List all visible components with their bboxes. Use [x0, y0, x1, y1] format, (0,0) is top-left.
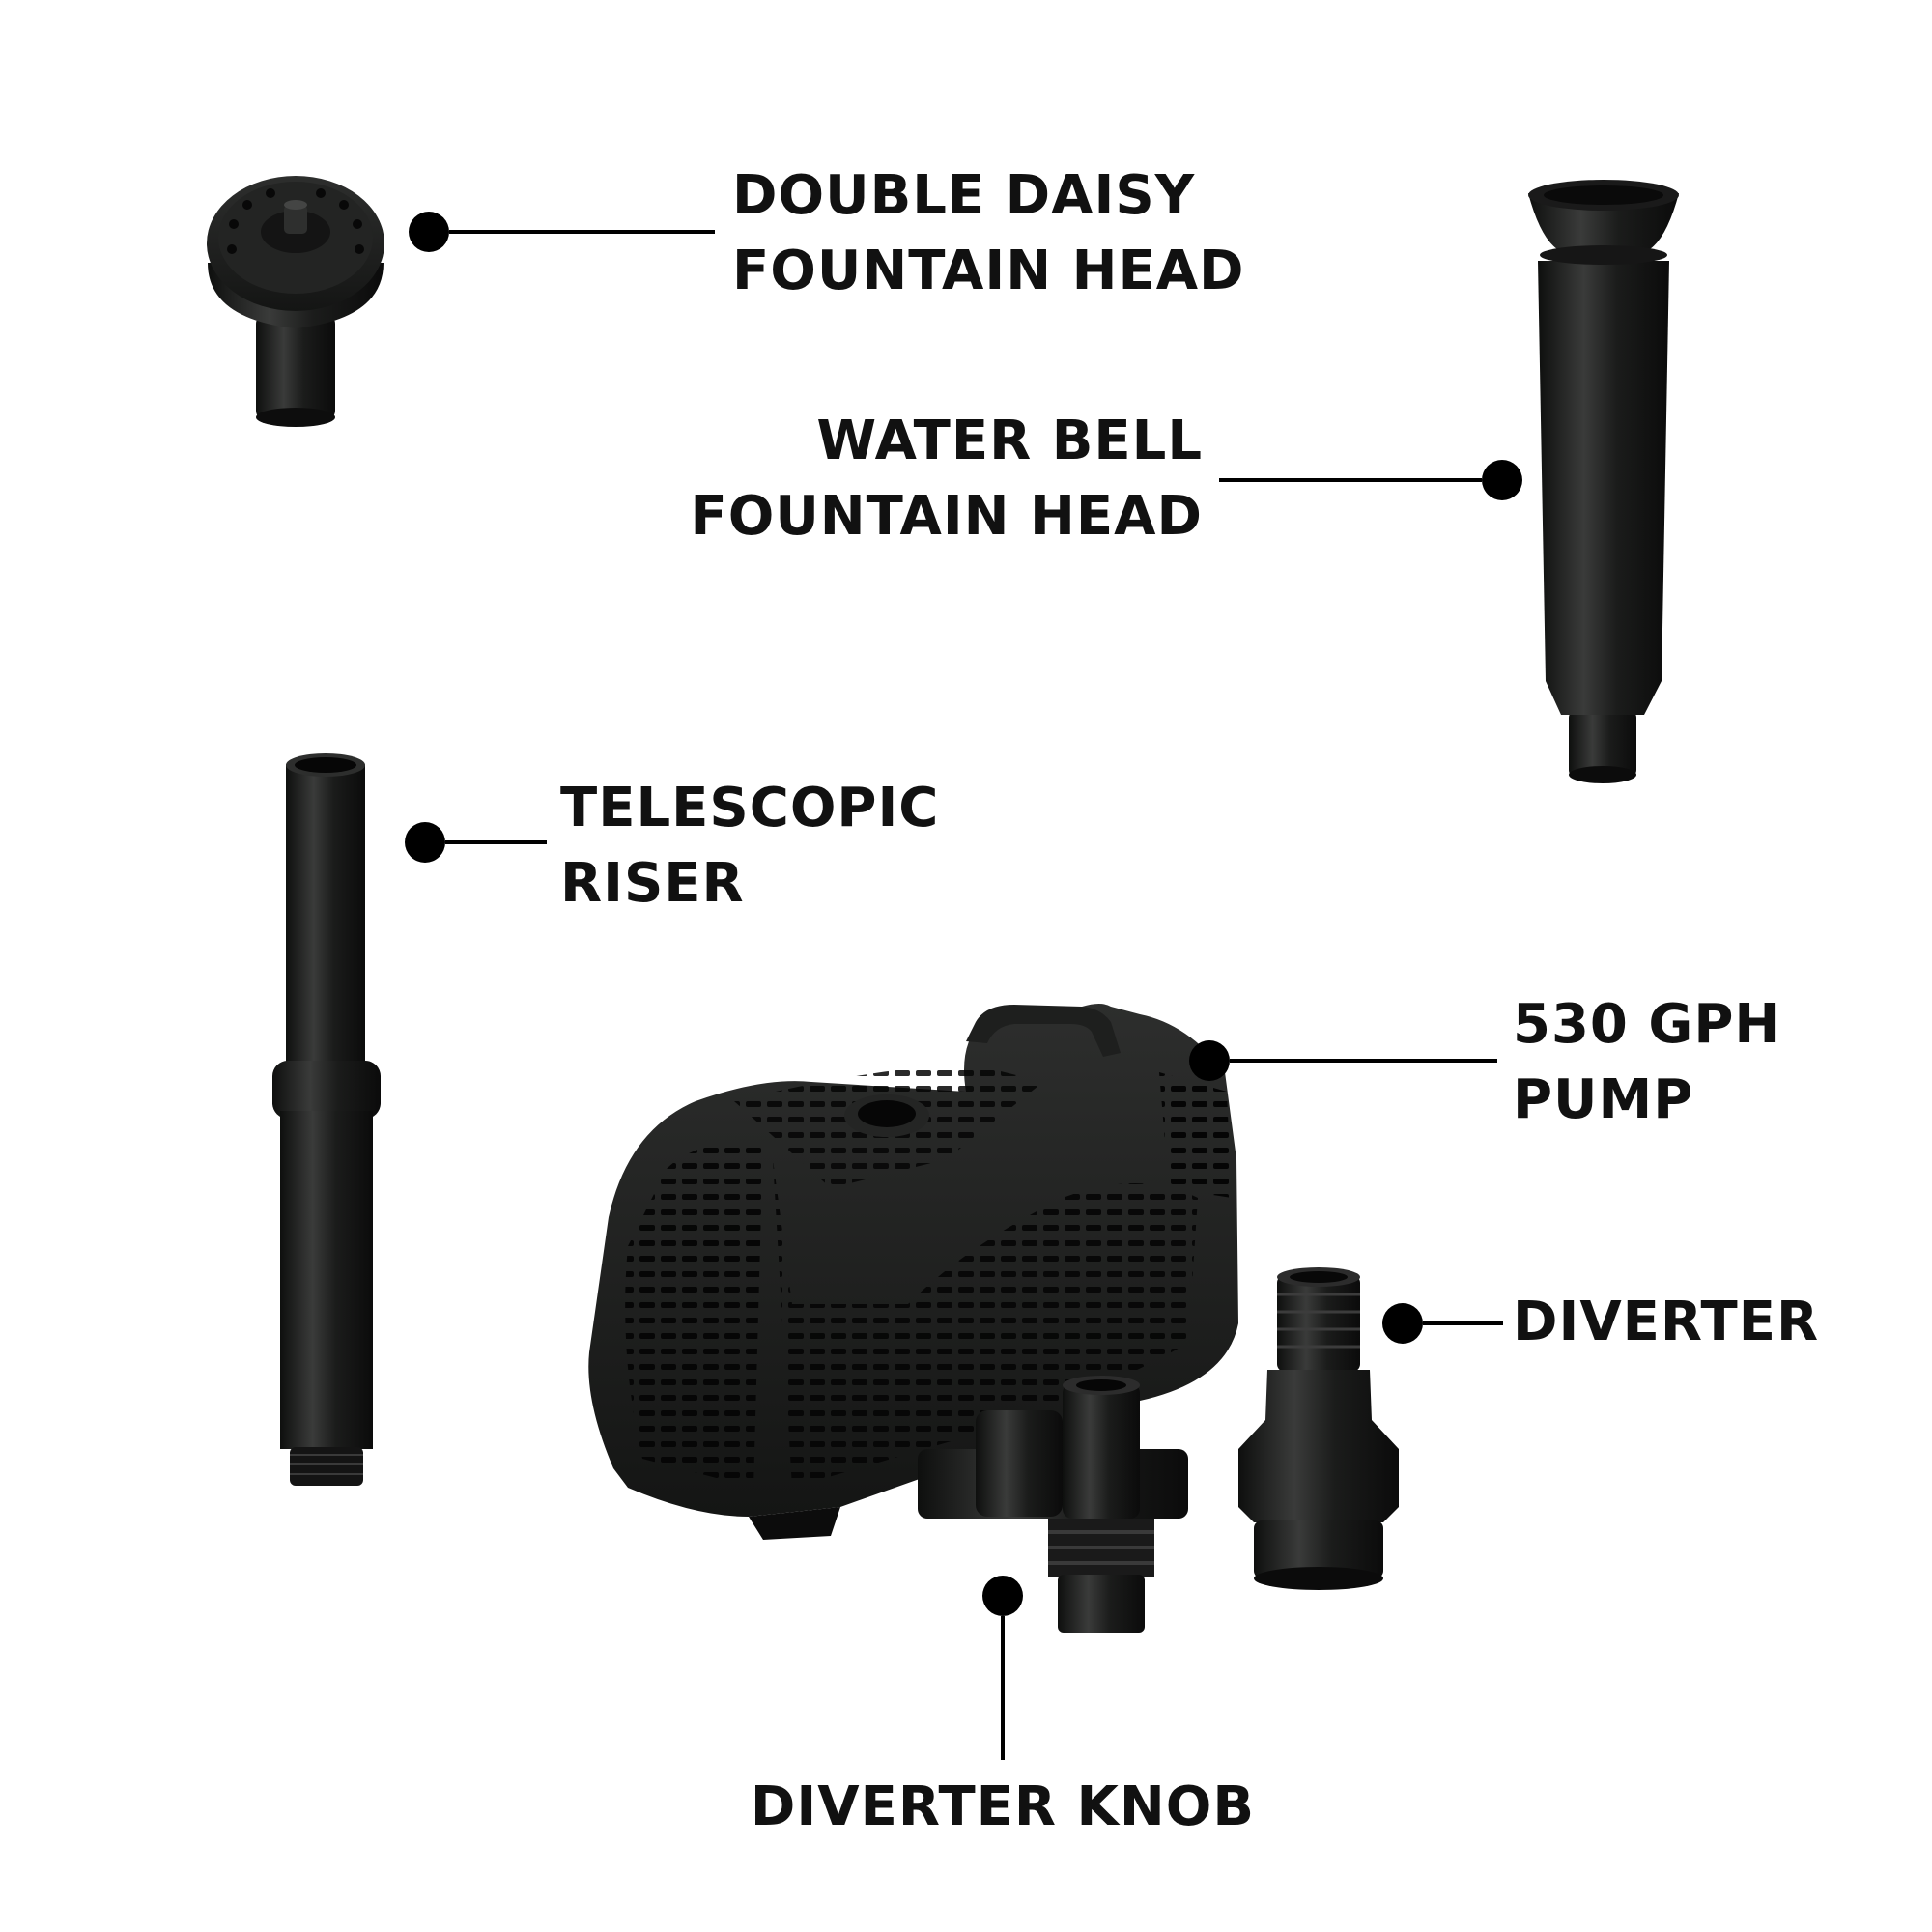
callout-dot-double-daisy [409, 212, 449, 252]
label-telescopic-riser: TELESCOPIC RISER [560, 777, 940, 915]
callout-dot-telescopic-riser [405, 822, 445, 863]
water-bell-fountain-head-image [1528, 180, 1679, 783]
diverter-knob-image [918, 1376, 1188, 1633]
callout-dot-diverter [1382, 1303, 1423, 1344]
label-pump: 530 GPH PUMP [1513, 993, 1781, 1131]
label-diverter: DIVERTER [1513, 1291, 1820, 1353]
callout-dot-pump [1189, 1040, 1230, 1081]
double-daisy-fountain-head-image [207, 176, 384, 427]
callout-dot-water-bell [1482, 460, 1522, 500]
telescopic-riser-image [272, 753, 381, 1486]
label-water-bell-fountain-head: WATER BELL FOUNTAIN HEAD [690, 410, 1203, 548]
label-double-daisy-fountain-head: DOUBLE DAISY FOUNTAIN HEAD [732, 164, 1245, 302]
callout-dot-diverter-knob [982, 1576, 1023, 1616]
label-diverter-knob: DIVERTER KNOB [750, 1776, 1256, 1838]
diverter-image [1238, 1267, 1399, 1590]
